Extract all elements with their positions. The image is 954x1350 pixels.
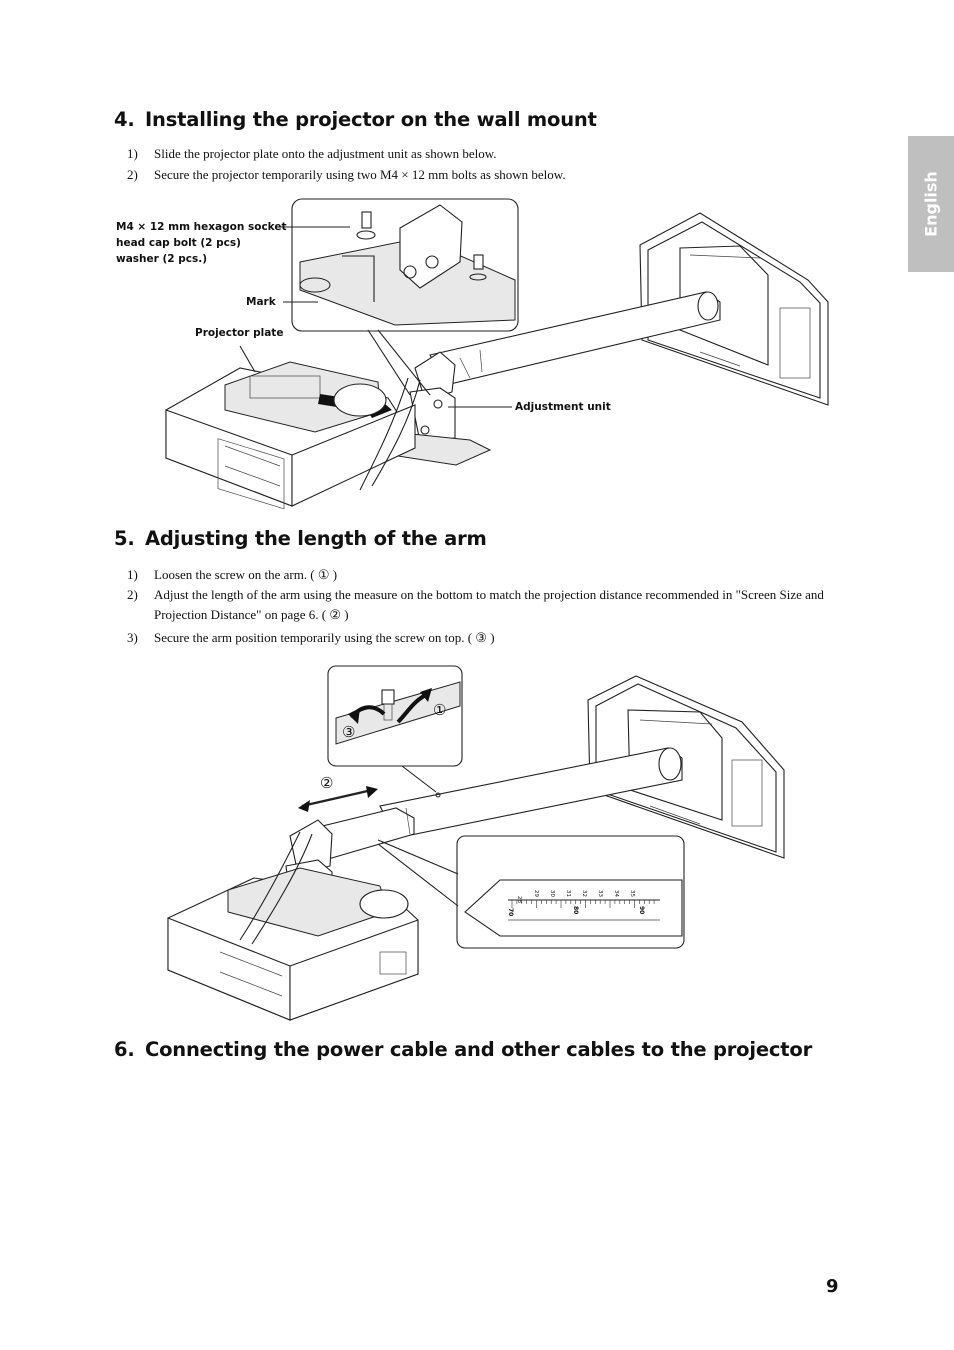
callout-bolt-line1: M4 × 12 mm hexagon socket [116,221,287,233]
arm-illustration [429,291,721,386]
callout-bolt-line3: washer (2 pcs.) [116,253,208,265]
scale-label-top-3: 31 [565,890,571,897]
projector-illustration-2 [167,819,419,1021]
callout-projector-plate: Projector plate [195,327,284,339]
marker-3: ③ [342,725,356,741]
section4-title: Installing the projector on the wall mou… [145,108,597,131]
step-number: 2) [127,167,138,182]
scale-label-top-0: 28 [516,896,522,903]
section5-step-2: 2) Adjust the length of the arm using th… [127,585,847,627]
section5-title: Adjusting the length of the arm [145,527,487,550]
scale-labels-bottom: 70 80 90 [507,906,645,916]
section6-title: Connecting the power cable and other cab… [145,1038,812,1061]
section5-heading: 5. Adjusting the length of the arm [114,527,487,550]
scale-label-bottom-0: 70 [507,908,514,916]
section5-step-3: 3) Secure the arm position temporarily u… [127,628,847,648]
step-text: Loosen the screw on the arm. ( ① ) [154,567,338,582]
step-text: Secure the arm position temporarily usin… [154,630,495,645]
wall-bracket-illustration [639,212,829,406]
section4-heading: 4. Installing the projector on the wall m… [114,108,597,131]
step-number: 3) [127,630,138,645]
scale-labels-top: 28 29 30 31 32 33 34 35 [516,890,635,903]
marker-1: ① [433,703,447,719]
marker-2: ② [320,776,334,792]
section4-step-1: 1) Slide the projector plate onto the ad… [127,144,847,164]
scale-ticks [511,900,655,908]
language-tab: English [908,136,954,272]
section4-step-2: 2) Secure the projector temporarily usin… [127,165,847,185]
scale-label-top-6: 34 [613,890,619,897]
section5-number: 5. [114,527,135,550]
callout-adjustment-unit: Adjustment unit [515,401,611,413]
leader-projector-plate [239,345,256,373]
scale-label-top-1: 29 [533,890,539,897]
section6-number: 6. [114,1038,135,1061]
scale-label-top-7: 35 [629,890,635,897]
step-number: 1) [127,567,138,582]
scale-label-top-2: 30 [549,890,555,897]
section5-step-1: 1) Loosen the screw on the arm. ( ① ) [127,565,847,585]
callout-mark: Mark [246,296,276,308]
step-number: 2) [127,587,138,602]
section6-heading: 6. Connecting the power cable and other c… [114,1038,812,1061]
scale-detail-inset [377,835,685,949]
bolt-detail-inset [291,198,519,396]
scale-label-bottom-2: 90 [638,906,645,914]
callout-bolt-line2: head cap bolt (2 pcs) [116,237,241,249]
scale-label-bottom-1: 80 [572,906,579,914]
step-text: Secure the projector temporarily using t… [154,167,566,182]
screw-detail-inset [327,665,463,798]
projector-illustration [165,361,421,510]
section4-number: 4. [114,108,135,131]
callout-bolt: M4 × 12 mm hexagon socket head cap bolt … [116,219,287,267]
step-text: Slide the projector plate onto the adjus… [154,146,497,161]
step-text: Adjust the length of the arm using the m… [154,587,824,622]
step-number: 1) [127,146,138,161]
page-number: 9 [826,1276,839,1297]
scale-label-top-5: 33 [597,890,603,897]
scale-label-top-4: 32 [581,890,587,897]
